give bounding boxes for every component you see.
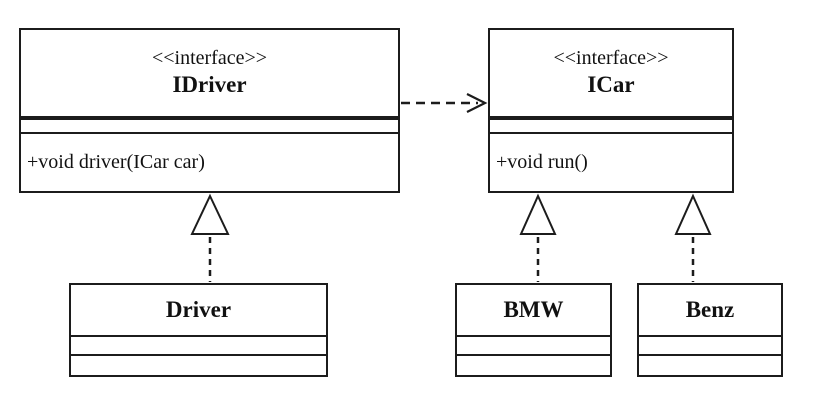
benz-methods-compartment bbox=[639, 356, 781, 375]
benz-fields-compartment bbox=[639, 337, 781, 356]
icar-fields-compartment bbox=[490, 120, 732, 134]
bmw-methods-compartment bbox=[457, 356, 610, 375]
icar-stereotype: <<interface>> bbox=[553, 47, 669, 69]
icar-method: +void run() bbox=[496, 151, 588, 173]
idriver-method: +void driver(ICar car) bbox=[27, 151, 205, 173]
idriver-title-compartment: <<interface>> IDriver bbox=[21, 30, 398, 120]
interface-box-idriver: <<interface>> IDriver +void driver(ICar … bbox=[19, 28, 400, 193]
driver-fields-compartment bbox=[71, 337, 326, 356]
interface-box-icar: <<interface>> ICar +void run() bbox=[488, 28, 734, 193]
benz-title-compartment: Benz bbox=[639, 285, 781, 337]
driver-name: Driver bbox=[165, 297, 232, 322]
class-box-benz: Benz bbox=[637, 283, 783, 377]
idriver-fields-compartment bbox=[21, 120, 398, 134]
idriver-stereotype: <<interface>> bbox=[151, 47, 268, 69]
idriver-methods-compartment: +void driver(ICar car) bbox=[21, 134, 398, 191]
realization-arrow-driver-to-idriver bbox=[190, 193, 230, 282]
benz-name: Benz bbox=[685, 297, 735, 322]
bmw-title-compartment: BMW bbox=[457, 285, 610, 337]
icar-methods-compartment: +void run() bbox=[490, 134, 732, 191]
driver-title-compartment: Driver bbox=[71, 285, 326, 337]
bmw-name: BMW bbox=[503, 297, 564, 322]
idriver-name: IDriver bbox=[172, 72, 247, 97]
class-box-driver: Driver bbox=[69, 283, 328, 377]
icar-title-compartment: <<interface>> ICar bbox=[490, 30, 732, 120]
bmw-fields-compartment bbox=[457, 337, 610, 356]
realization-arrow-benz-to-icar bbox=[674, 193, 712, 282]
class-box-bmw: BMW bbox=[455, 283, 612, 377]
driver-methods-compartment bbox=[71, 356, 326, 375]
realization-arrow-bmw-to-icar bbox=[519, 193, 557, 282]
icar-name: ICar bbox=[587, 72, 635, 97]
dependency-arrow-idriver-to-icar bbox=[401, 93, 488, 113]
